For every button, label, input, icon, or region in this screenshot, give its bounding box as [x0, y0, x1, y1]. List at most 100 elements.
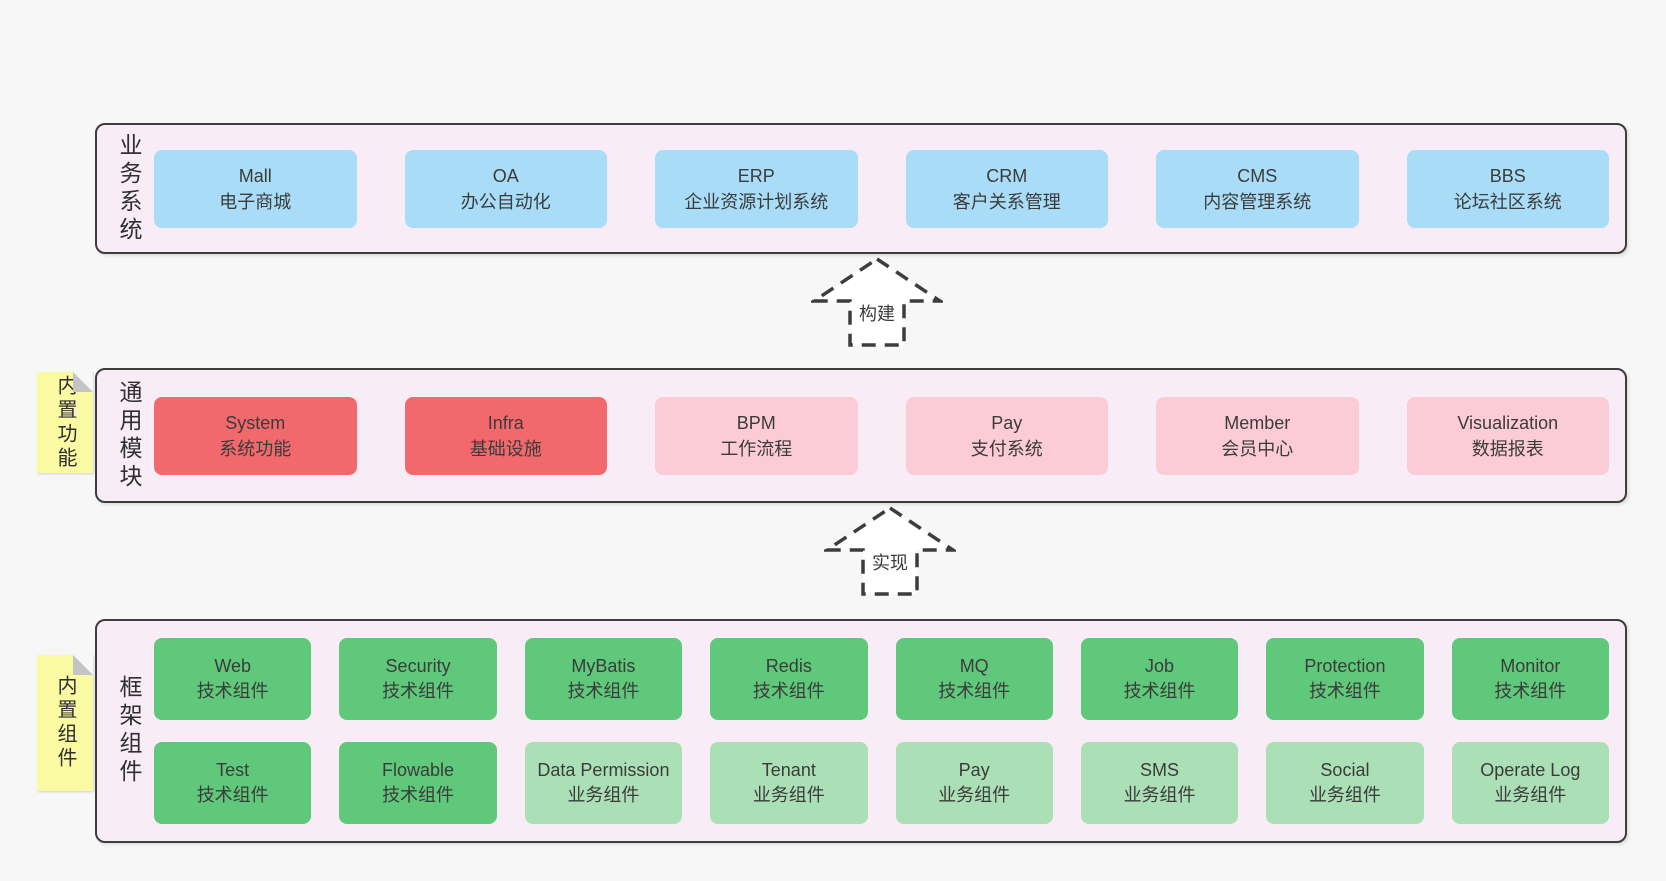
section-framework-components: 框架组件 Web 技术组件 Security 技术组件 MyBatis 技术组件 Redis… — [95, 619, 1627, 843]
box-data-permission: Data Permission 业务组件 — [524, 742, 683, 824]
box-crm: CRM 客户关系管理 — [905, 149, 1108, 228]
box-title: BPM — [736, 412, 776, 433]
box-title: SMS — [1140, 760, 1180, 780]
box-title: Operate Log — [1480, 760, 1581, 780]
box-subtitle: 业务组件 — [1308, 785, 1381, 805]
box-subtitle: 技术组件 — [382, 681, 455, 701]
box-system: System 系统功能 — [154, 396, 357, 475]
box-social: Social 业务组件 — [1266, 742, 1424, 824]
box-subtitle: 技术组件 — [196, 785, 269, 805]
build-arrow-label: 构建 — [856, 300, 898, 326]
box-title: Social — [1320, 760, 1370, 780]
box-subtitle: 基础设施 — [469, 438, 542, 459]
box-tenant: Tenant 业务组件 — [710, 742, 868, 824]
box-subtitle: 技术组件 — [382, 785, 455, 805]
box-title: Protection — [1304, 656, 1386, 676]
box-title: Tenant — [761, 760, 816, 780]
sticky-note-label: 内置组件 — [54, 675, 76, 771]
box-visualization: Visualization 数据报表 — [1406, 396, 1609, 475]
box-protection: Protection 技术组件 — [1266, 638, 1424, 720]
box-title: Security — [385, 656, 451, 676]
section-label-framework: 框架组件 — [116, 675, 142, 787]
box-bpm: BPM 工作流程 — [655, 396, 858, 475]
box-title: Redis — [765, 656, 812, 676]
box-mall: Mall 电子商城 — [154, 149, 357, 228]
box-pay: Pay 支付系统 — [905, 396, 1108, 475]
folded-corner-icon — [73, 372, 93, 392]
box-subtitle: 业务组件 — [1494, 785, 1567, 805]
box-sms: SMS 业务组件 — [1080, 742, 1239, 824]
sticky-note-label: 内置功能 — [54, 374, 76, 471]
sticky-note-built-in-components: 内置组件 — [37, 655, 93, 791]
section-label-modules: 通用模块 — [116, 379, 142, 492]
box-subtitle: 企业资源计划系统 — [684, 191, 829, 212]
box-title: Flowable — [382, 760, 455, 780]
box-subtitle: 电子商城 — [219, 191, 292, 212]
box-security: Security 技术组件 — [339, 638, 497, 720]
box-title: Web — [214, 656, 252, 676]
box-mybatis: MyBatis 技术组件 — [524, 638, 683, 720]
box-title: System — [225, 412, 286, 433]
box-test: Test 技术组件 — [154, 742, 312, 824]
box-title: CMS — [1237, 165, 1278, 186]
box-title: Mall — [238, 165, 272, 186]
box-subtitle: 技术组件 — [1308, 681, 1381, 701]
box-subtitle: 数据报表 — [1471, 438, 1544, 459]
box-flowable: Flowable 技术组件 — [339, 742, 497, 824]
box-title: Member — [1224, 412, 1291, 433]
box-subtitle: 技术组件 — [938, 681, 1011, 701]
box-subtitle: 系统功能 — [219, 438, 292, 459]
sticky-note-built-in-features: 内置功能 — [37, 372, 93, 473]
box-title: Visualization — [1457, 412, 1559, 433]
folded-corner-icon — [73, 655, 93, 675]
box-title: Data Permission — [537, 760, 670, 780]
box-title: OA — [492, 165, 519, 186]
box-subtitle: 论坛社区系统 — [1453, 191, 1562, 212]
box-title: ERP — [737, 165, 775, 186]
build-arrow: 构建 — [811, 256, 943, 348]
box-subtitle: 工作流程 — [720, 438, 793, 459]
box-erp: ERP 企业资源计划系统 — [655, 149, 858, 228]
box-subtitle: 业务组件 — [752, 785, 825, 805]
box-subtitle: 内容管理系统 — [1203, 191, 1312, 212]
box-subtitle: 业务组件 — [938, 785, 1011, 805]
box-title: Pay — [958, 760, 990, 780]
section-label-business: 业务系统 — [116, 132, 142, 245]
box-subtitle: 技术组件 — [196, 681, 269, 701]
box-web: Web 技术组件 — [154, 638, 312, 720]
box-title: Test — [216, 760, 250, 780]
box-cms: CMS 内容管理系统 — [1156, 149, 1359, 228]
box-subtitle: 技术组件 — [567, 681, 640, 701]
box-title: MQ — [959, 656, 989, 676]
box-subtitle: 客户关系管理 — [952, 191, 1061, 212]
box-mq: MQ 技术组件 — [895, 638, 1053, 720]
box-title: Pay — [991, 412, 1023, 433]
box-subtitle: 技术组件 — [1123, 681, 1196, 701]
box-pay: Pay 业务组件 — [895, 742, 1053, 824]
implement-arrow: 实现 — [824, 505, 956, 597]
section-common-modules: 通用模块 System 系统功能 Infra 基础设施 BPM 工作流程 Pay 支付系统 Me… — [95, 368, 1627, 503]
box-subtitle: 业务组件 — [1123, 785, 1196, 805]
box-subtitle: 业务组件 — [567, 785, 640, 805]
box-title: Infra — [487, 412, 524, 433]
box-subtitle: 支付系统 — [970, 438, 1043, 459]
box-title: CRM — [986, 165, 1028, 186]
box-infra: Infra 基础设施 — [404, 396, 607, 475]
box-operate-log: Operate Log 业务组件 — [1451, 742, 1609, 824]
box-title: MyBatis — [571, 656, 636, 676]
implement-arrow-label: 实现 — [869, 549, 911, 575]
